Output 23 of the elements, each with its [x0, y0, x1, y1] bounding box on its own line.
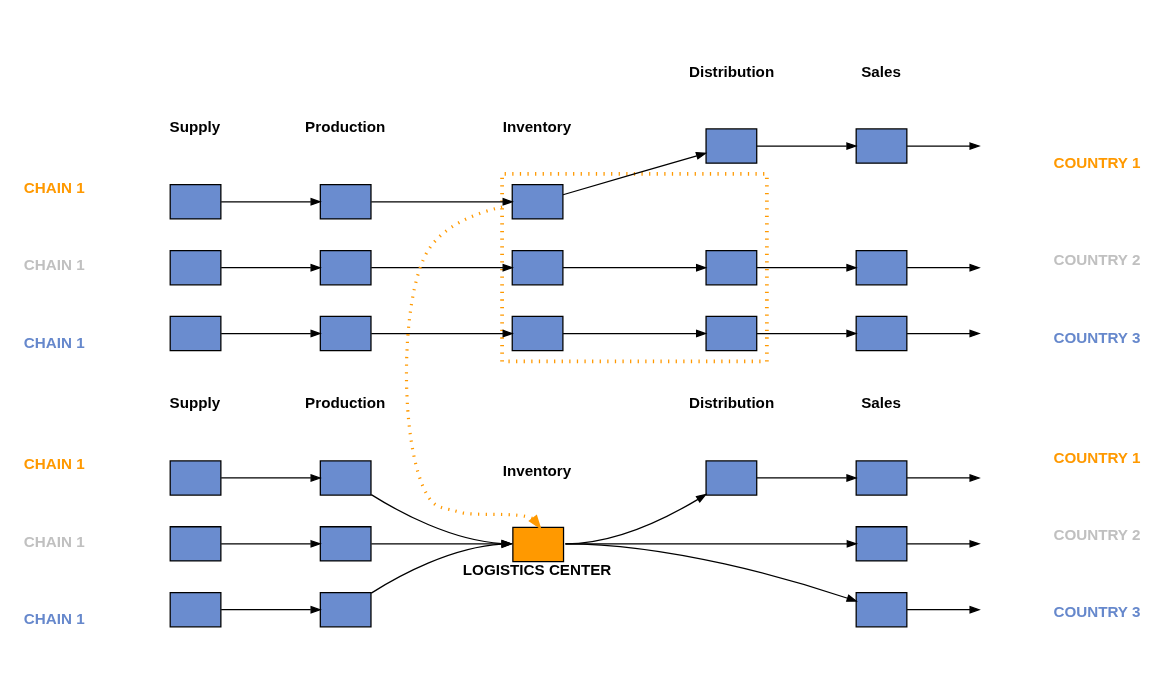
label: COUNTRY 1	[1053, 448, 1141, 466]
label: CHAIN 1	[23, 454, 85, 472]
label: Inventory	[502, 461, 572, 479]
label: COUNTRY 3	[1053, 328, 1141, 346]
label: Sales	[861, 393, 901, 411]
label: Inventory	[502, 117, 572, 135]
label: CHAIN 1	[23, 609, 85, 627]
label: Distribution	[688, 62, 775, 80]
label: COUNTRY 2	[1053, 250, 1141, 268]
label: Supply	[169, 117, 221, 135]
label: Production	[305, 117, 386, 135]
label: CHAIN 1	[23, 178, 85, 196]
label: COUNTRY 2	[1053, 525, 1141, 543]
label: Sales	[861, 62, 901, 80]
label: COUNTRY 3	[1053, 602, 1141, 620]
label: Production	[305, 393, 386, 411]
label: CHAIN 1	[23, 333, 85, 351]
label: COUNTRY 1	[1053, 153, 1141, 171]
label: Distribution	[688, 393, 775, 411]
label: CHAIN 1	[23, 255, 85, 273]
label: Supply	[169, 393, 221, 411]
label: CHAIN 1	[23, 532, 85, 550]
node-label: LOGISTICS CENTER	[462, 560, 612, 578]
